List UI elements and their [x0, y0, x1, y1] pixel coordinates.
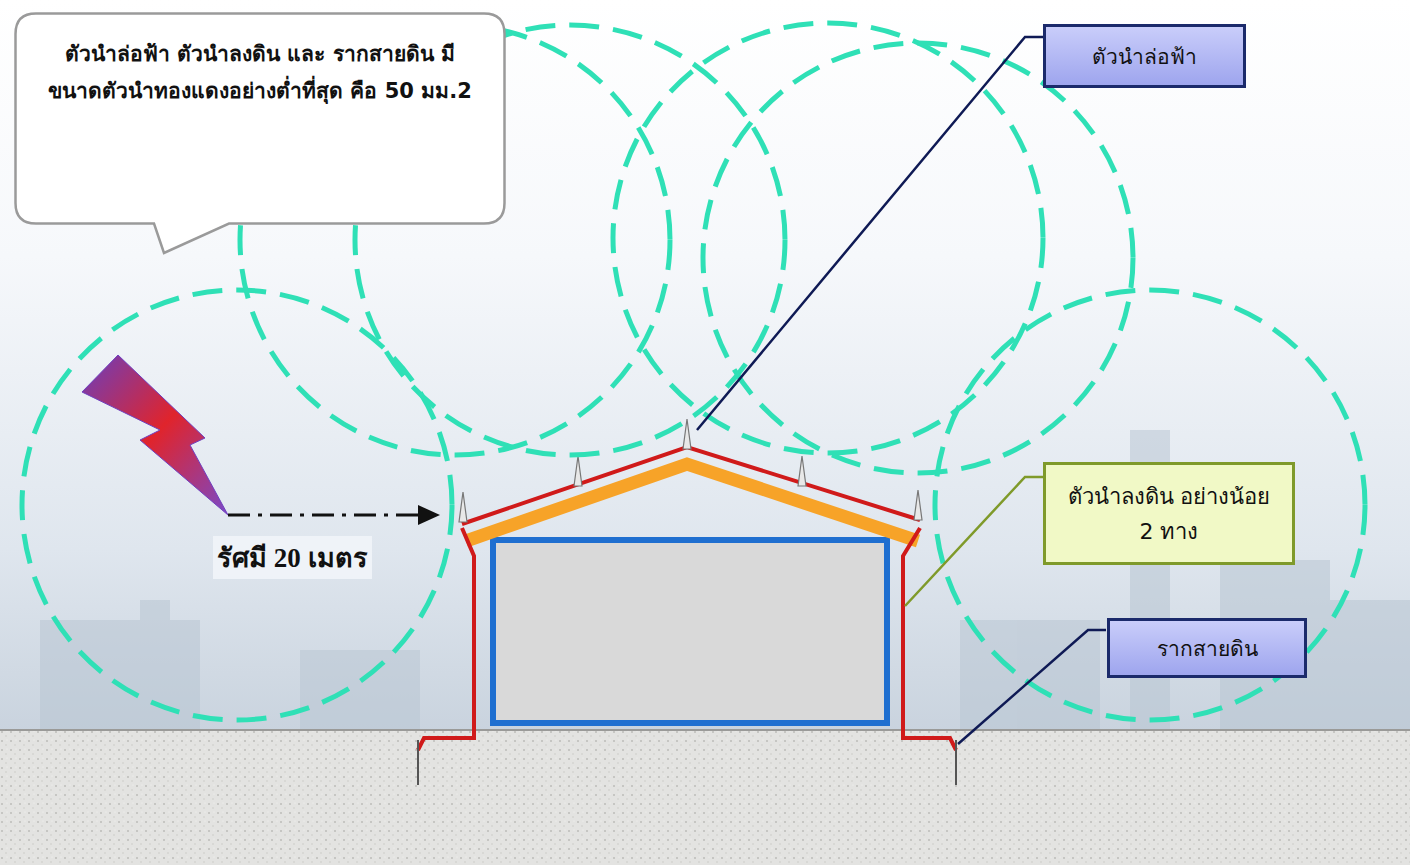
node-text: รากสายดิน	[1157, 632, 1258, 665]
callout-bubble: ตัวนำล่อฟ้า ตัวนำลงดิน และ รากสายดิน มี …	[14, 12, 506, 225]
air-terminal-box: ตัวนำล่อฟ้า	[1043, 24, 1246, 88]
ground-rod-box: รากสายดิน	[1107, 618, 1307, 678]
node-text: ตัวนำล่อฟ้า ตัวนำลงดิน และ รากสายดิน มี …	[40, 36, 480, 110]
down-conductor-box: ตัวนำลงดิน อย่างน้อย 2 ทาง	[1043, 462, 1295, 565]
radius-label: รัศมี 20 เมตร	[213, 536, 372, 579]
node-text: ตัวนำลงดิน อย่างน้อย 2 ทาง	[1060, 479, 1278, 549]
node-text: ตัวนำล่อฟ้า	[1092, 40, 1197, 73]
